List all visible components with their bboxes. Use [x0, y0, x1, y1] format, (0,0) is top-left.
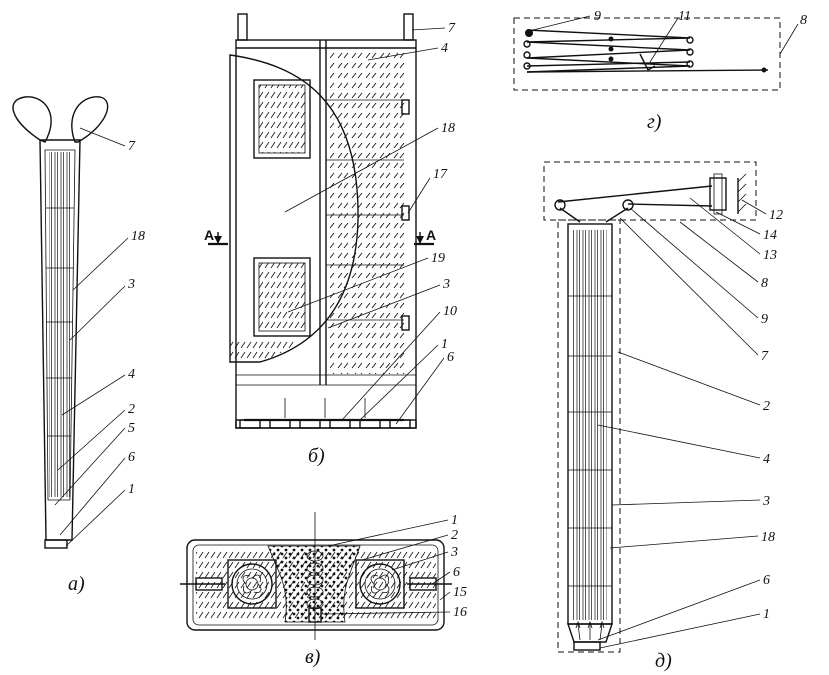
label-b-3: 3	[442, 277, 450, 292]
label-v-6: 6	[453, 565, 460, 580]
view-v-fan-left	[227, 559, 277, 609]
view-a-base	[44, 539, 68, 549]
label-b-10: 10	[443, 304, 457, 319]
view-d-linkage	[557, 185, 713, 223]
view-g-dashed-box	[513, 17, 781, 91]
label-a-7: 7	[128, 139, 136, 154]
section-mark-right: А	[414, 227, 436, 246]
label-d-8: 8	[761, 276, 768, 291]
caption-g: г)	[647, 111, 662, 133]
label-d-9: 9	[761, 312, 768, 327]
section-mark-left: А	[204, 227, 228, 246]
view-b-cover	[229, 54, 359, 363]
view-v-frame	[186, 539, 445, 631]
label-d-3: 3	[762, 494, 770, 509]
section-label-left: А	[204, 227, 214, 243]
label-b-1: 1	[441, 337, 448, 352]
view-a-cartridge	[49, 152, 71, 497]
view-g-folded-linkage	[526, 29, 769, 73]
view-v-fan-right	[355, 559, 405, 609]
label-v-3: 3	[450, 545, 458, 560]
label-v-1: 1	[451, 513, 458, 528]
view-v-filter-section	[267, 545, 361, 623]
label-g-8: 8	[800, 13, 807, 28]
label-b-6: 6	[447, 350, 454, 365]
label-d-6: 6	[763, 573, 770, 588]
label-d-2: 2	[763, 399, 770, 414]
label-b-19: 19	[431, 251, 445, 266]
label-b-7: 7	[448, 21, 456, 36]
label-d-13: 13	[763, 248, 777, 263]
label-g-9: 9	[594, 9, 601, 24]
label-d-7: 7	[761, 349, 769, 364]
label-b-17: 17	[433, 167, 448, 182]
view-a-right-ear	[71, 96, 109, 143]
view-b-grille-bottom	[253, 257, 311, 337]
label-d-12: 12	[769, 208, 783, 223]
label-a-4: 4	[128, 367, 135, 382]
label-a-5: 5	[128, 421, 135, 436]
label-d-4: 4	[763, 452, 770, 467]
label-b-18: 18	[441, 121, 455, 136]
label-a-2: 2	[128, 402, 135, 417]
label-v-15: 15	[453, 585, 467, 600]
label-a-3: 3	[127, 277, 135, 292]
label-v-2: 2	[451, 528, 458, 543]
label-v-16: 16	[453, 605, 467, 620]
view-a-left-ear	[12, 96, 52, 143]
caption-b: б)	[308, 445, 325, 467]
view-b-grille-top	[253, 79, 311, 159]
label-a-1: 1	[128, 482, 135, 497]
caption-v: в)	[305, 646, 321, 668]
label-g-11: 11	[678, 9, 691, 24]
view-d: 12 14 13 8 9 7 2 4 3 18 6 1 д)	[543, 161, 783, 672]
caption-d: д)	[655, 650, 672, 672]
view-b: А А 7 4 18 17 19 3 10 1 6 б)	[204, 13, 457, 467]
view-v: 1 2 3 6 15 16 в)	[180, 512, 467, 668]
view-d-top-dashed-box	[543, 161, 757, 221]
label-d-18: 18	[761, 530, 775, 545]
label-b-4: 4	[441, 41, 448, 56]
label-d-14: 14	[763, 228, 777, 243]
label-a-6: 6	[128, 450, 135, 465]
view-a: 7 18 3 4 2 5 6 1 а)	[12, 96, 145, 595]
caption-a: а)	[68, 573, 85, 595]
label-d-1: 1	[763, 607, 770, 622]
section-label-right: А	[426, 227, 436, 243]
label-a-18: 18	[131, 229, 145, 244]
view-d-body-dashed-box	[557, 219, 621, 653]
view-g: 9 11 8 г)	[513, 9, 807, 133]
